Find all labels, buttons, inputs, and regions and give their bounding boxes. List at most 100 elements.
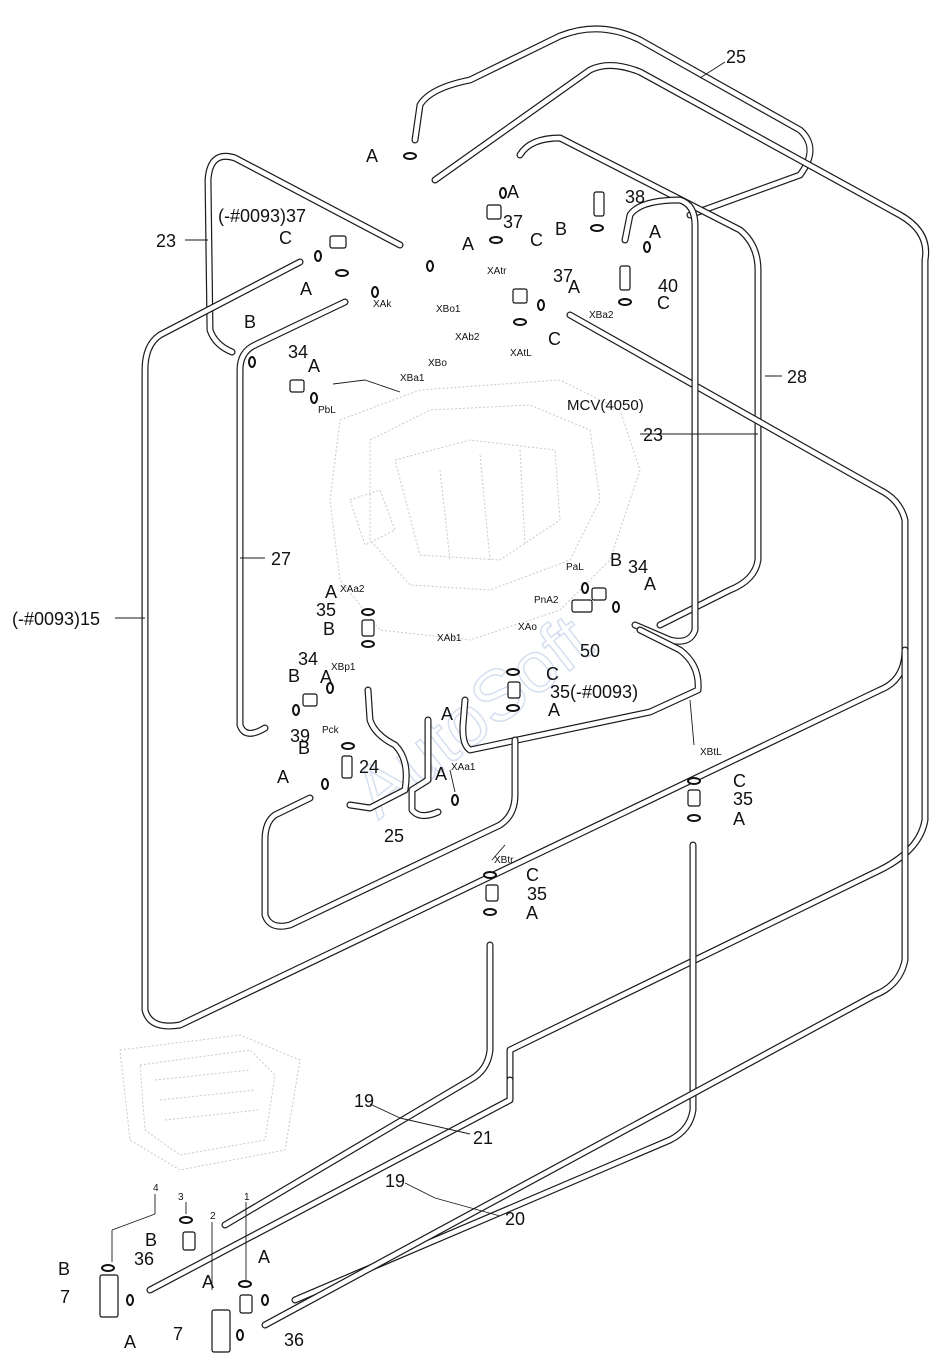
port-label: XAb1: [437, 633, 462, 644]
port-label: PbL: [318, 405, 336, 416]
port-label: PaL: [566, 562, 584, 573]
part-label-19a: 19: [354, 1091, 374, 1111]
port-label: XBa2: [589, 310, 614, 321]
seal-label-a: A: [435, 764, 447, 784]
port-label: XBp1: [331, 662, 356, 673]
leader-lines: [111, 61, 782, 1290]
part-label-50: 50: [580, 641, 600, 661]
seal-label-a: A: [366, 146, 378, 166]
part-label-7b: 7: [173, 1324, 183, 1344]
seal-label-a: A: [325, 582, 337, 602]
seal-label-a: A: [548, 700, 560, 720]
fitting-36b: [239, 1294, 253, 1314]
fitting-37a: [329, 235, 347, 249]
part-label-7a: 7: [60, 1287, 70, 1307]
hose-40-loop: [621, 196, 699, 645]
seal-label-a: A: [441, 704, 453, 724]
watermark: AutoSoft: [339, 600, 606, 833]
fitting-7b: [211, 1309, 231, 1353]
port-label: XAb2: [455, 332, 480, 343]
port-label: 4: [153, 1183, 159, 1194]
hose-50: [459, 626, 702, 754]
fitting-37b: [486, 204, 502, 220]
part-label-35c: 35: [527, 884, 547, 904]
hose-20: [291, 841, 697, 1304]
port-label: XAa2: [340, 584, 365, 595]
fitting-36a: [182, 1231, 196, 1251]
seal-label-c: C: [733, 771, 746, 791]
seal-label-b: B: [288, 666, 300, 686]
fitting-35b: [507, 681, 521, 699]
seal-label-a: A: [300, 279, 312, 299]
part-labels: 25 23 (-#0093)37 37 37 38 40 34 34 34 28…: [12, 47, 807, 1350]
seal-label-c: C: [279, 228, 292, 248]
hoses: [141, 25, 930, 1329]
fitting-35a: [361, 619, 375, 637]
port-label: XBo: [428, 358, 447, 369]
part-label-36a: 36: [134, 1249, 154, 1269]
part-label-36b: 36: [284, 1330, 304, 1350]
part-label-34a: 34: [288, 342, 308, 362]
part-label-20: 20: [505, 1209, 525, 1229]
port-label: 2: [210, 1211, 216, 1222]
seal-label-a: A: [649, 222, 661, 242]
part-label-23-left: 23: [156, 231, 176, 251]
part-label-19b: 19: [385, 1171, 405, 1191]
hose-21: [221, 941, 494, 1229]
port-label: PnA2: [534, 595, 559, 606]
hose-25-top: [411, 25, 814, 219]
seal-label-b: B: [58, 1259, 70, 1279]
seal-label-c: C: [548, 329, 561, 349]
pilot-block-outline: [119, 1034, 301, 1171]
part-label-37c: 37: [553, 266, 573, 286]
port-label: XAtL: [510, 348, 532, 359]
part-label-25-bottom: 25: [384, 826, 404, 846]
fitting-35d: [687, 789, 701, 807]
seal-label-a: A: [733, 809, 745, 829]
hose-19-b: [261, 646, 909, 1329]
seal-label-a: A: [258, 1247, 270, 1267]
seal-label-b: B: [145, 1230, 157, 1250]
part-label-40: 40: [658, 276, 678, 296]
seal-label-b: B: [244, 312, 256, 332]
part-label-35d: 35: [733, 789, 753, 809]
seal-label-c: C: [530, 230, 543, 250]
fitting-34b: [591, 587, 607, 601]
part-label-24: 24: [359, 757, 379, 777]
part-label-28: 28: [787, 367, 807, 387]
port-label: XBa1: [400, 373, 425, 384]
seal-label-a: A: [507, 182, 519, 202]
fittings: [99, 191, 701, 1353]
hose-15: [141, 258, 909, 1030]
part-label-37a: (-#0093)37: [218, 206, 306, 226]
port-label: 1: [244, 1192, 250, 1203]
seal-label-a: A: [202, 1272, 214, 1292]
fitting-40: [619, 265, 631, 291]
seal-labels: A A A A A A A A A A A A A A A A A A A B …: [58, 146, 746, 1352]
seal-label-a: A: [526, 903, 538, 923]
port-label: Pck: [322, 725, 340, 736]
part-label-27: 27: [271, 549, 291, 569]
part-label-38: 38: [625, 187, 645, 207]
port-labels: XAk XBo1 XAb2 XBo XBa1 XAtr XAtL XBa2 Pb…: [153, 266, 722, 1222]
part-label-23-right: 23: [643, 425, 663, 445]
part-label-39: 39: [290, 726, 310, 746]
hose-24: [346, 686, 410, 812]
part-label-15: (-#0093)15: [12, 609, 100, 629]
hose-23-left: [204, 152, 404, 356]
seal-label-a: A: [568, 277, 580, 297]
seal-label-c: C: [546, 664, 559, 684]
port-label: XBo1: [436, 304, 461, 315]
hose-19-a: [146, 1076, 514, 1294]
fitting-34a: [289, 379, 305, 393]
part-label-34b: 34: [628, 557, 648, 577]
seal-label-a: A: [277, 767, 289, 787]
seal-label-c: C: [526, 865, 539, 885]
fitting-50: [571, 599, 593, 613]
seal-label-a: A: [644, 574, 656, 594]
seal-label-a: A: [124, 1332, 136, 1352]
fitting-34c: [302, 693, 318, 707]
port-label: XAk: [373, 299, 392, 310]
valve-label: MCV(4050): [567, 397, 644, 414]
